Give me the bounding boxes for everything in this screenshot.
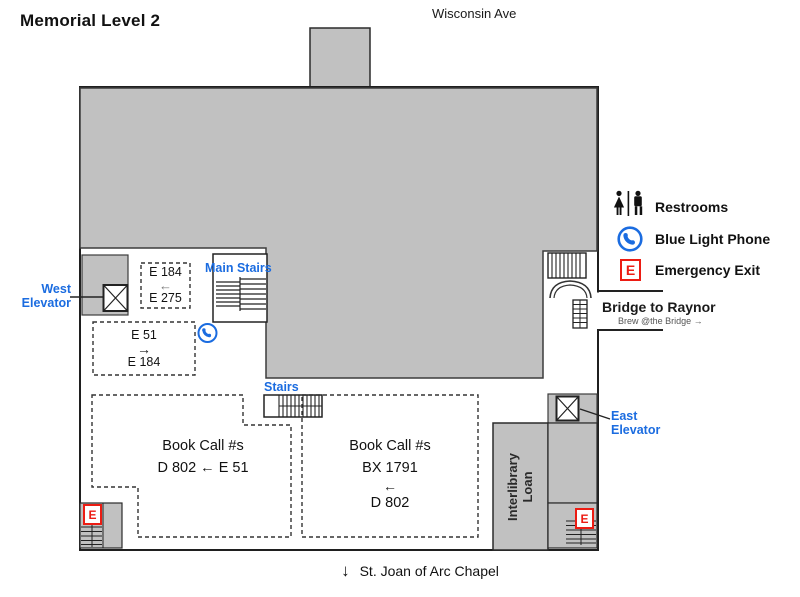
restrooms-icon	[613, 190, 643, 216]
right-arrow: →	[137, 340, 151, 357]
room-book-left	[91, 394, 292, 538]
page-title: Memorial Level 2	[20, 11, 161, 30]
entrance-block	[309, 27, 371, 88]
legend-restrooms-label: Restrooms	[655, 199, 729, 215]
interlibrary-loan-room	[492, 422, 549, 551]
book-right-text: Book Call #s BX 1791 ← D 802	[349, 438, 431, 511]
down-arrow-icon: ↓	[341, 561, 350, 580]
main-stairs-treads-left	[216, 281, 240, 307]
main-stairs-treads-right	[239, 277, 266, 311]
west-elevator-x	[103, 284, 128, 312]
room-book-right	[301, 394, 479, 538]
brew-at-the-bridge-label: Brew @the Bridge →	[618, 316, 703, 326]
room-e51-e184	[92, 321, 196, 376]
bridge-stairs-treads	[573, 300, 587, 328]
room-e184-e275-text: E 184 ← E 275	[149, 265, 182, 305]
legend-emergency-exit-label: Emergency Exit	[655, 262, 761, 278]
legend-blue-light-phone-label: Blue Light Phone	[655, 231, 771, 247]
west-elevator-label: West Elevator	[21, 282, 71, 310]
book-left-range: D 802 ← E 51	[157, 460, 249, 476]
bridge-to-raynor-label: Bridge to Raynor	[602, 299, 716, 315]
left-arrow: ←	[159, 278, 172, 293]
blue-light-phone-map-icon	[197, 323, 218, 343]
center-stairs-treads	[278, 395, 322, 417]
east-elevator-label: East Elevator	[611, 409, 661, 437]
bridge-corridor	[598, 290, 663, 331]
stacks-area	[79, 87, 598, 379]
room-e184-e275	[140, 262, 191, 309]
northeast-stairs-treads	[551, 253, 581, 278]
main-stairs-label: Main Stairs	[205, 261, 272, 275]
book-left-text: Book Call #s D 802 ← E 51	[157, 438, 249, 476]
street-st-joan-of-arc-chapel: ↓ St. Joan of Arc Chapel	[341, 561, 499, 580]
southeast-service-area	[547, 422, 598, 504]
archway-outer	[549, 280, 592, 299]
east-elevator-leader	[579, 408, 611, 420]
left-arrow: ←	[383, 478, 397, 494]
emergency-exit-icon: E	[620, 259, 641, 281]
emergency-exit-marker-west: E	[83, 504, 102, 525]
emergency-exit-marker-east: E	[575, 508, 594, 529]
bridge-wall-opening	[595, 292, 601, 329]
center-stairs-label: Stairs	[264, 380, 299, 394]
blue-light-phone-icon	[617, 226, 643, 252]
southwest-exit-stairs	[81, 503, 104, 548]
room-e51-e184-text: E 51 → E 184	[127, 327, 161, 369]
archway-inner	[553, 284, 588, 299]
interlibrary-loan-label: Interlibrary Loan	[505, 453, 535, 521]
east-elevator-x	[556, 396, 579, 421]
street-wisconsin-ave: Wisconsin Ave	[432, 6, 517, 21]
